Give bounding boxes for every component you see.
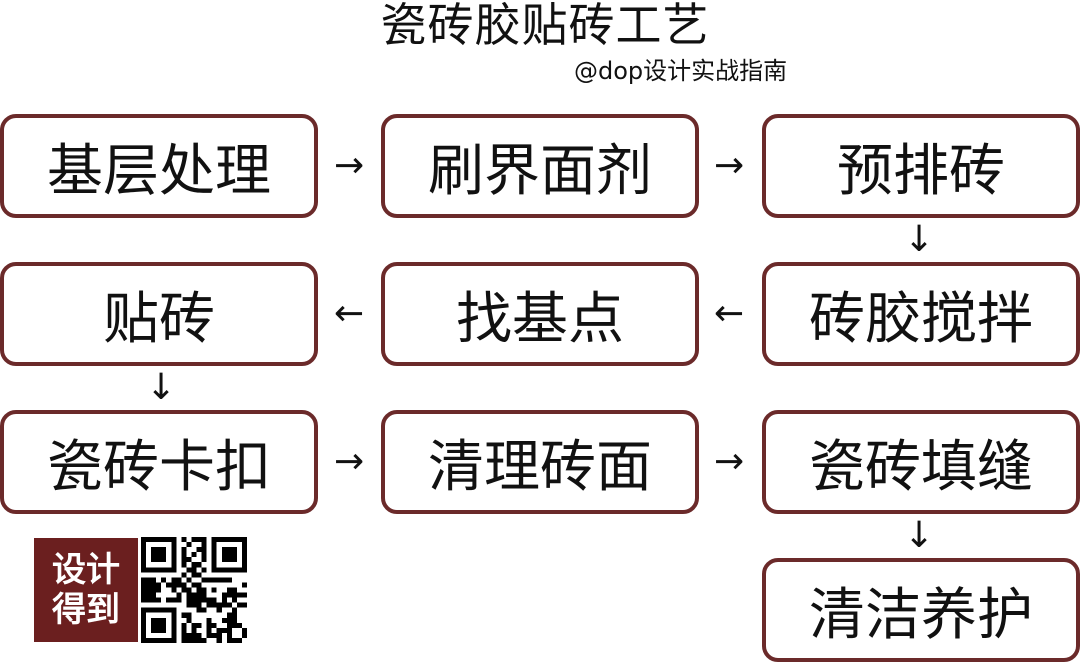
- qr-code-icon: [141, 537, 247, 643]
- logo-line-1: 设计: [52, 550, 120, 590]
- step-base-treatment: 基层处理: [0, 114, 318, 218]
- step-find-datum: 找基点: [381, 262, 699, 366]
- arrow-right-icon: →: [714, 441, 745, 482]
- step-grouting: 瓷砖填缝: [762, 410, 1080, 514]
- arrow-down-icon: ↓: [904, 515, 935, 556]
- step-tiling: 贴砖: [0, 262, 318, 366]
- step-mix-adhesive: 砖胶搅拌: [762, 262, 1080, 366]
- diagram-title: 瓷砖胶贴砖工艺: [380, 0, 710, 52]
- author-credit: @dop设计实战指南: [574, 57, 788, 85]
- arrow-left-icon: ←: [714, 293, 745, 334]
- step-tile-layout: 预排砖: [762, 114, 1080, 218]
- step-clean-surface: 清理砖面: [381, 410, 699, 514]
- step-primer: 刷界面剂: [381, 114, 699, 218]
- arrow-down-icon: ↓: [146, 367, 177, 408]
- brand-logo: 设计 得到: [34, 538, 138, 642]
- logo-line-2: 得到: [52, 590, 120, 630]
- arrow-right-icon: →: [714, 145, 745, 186]
- arrow-right-icon: →: [334, 441, 365, 482]
- step-clean-cure: 清洁养护: [762, 558, 1080, 662]
- arrow-down-icon: ↓: [904, 219, 935, 260]
- arrow-right-icon: →: [334, 145, 365, 186]
- step-tile-clips: 瓷砖卡扣: [0, 410, 318, 514]
- arrow-left-icon: ←: [334, 293, 365, 334]
